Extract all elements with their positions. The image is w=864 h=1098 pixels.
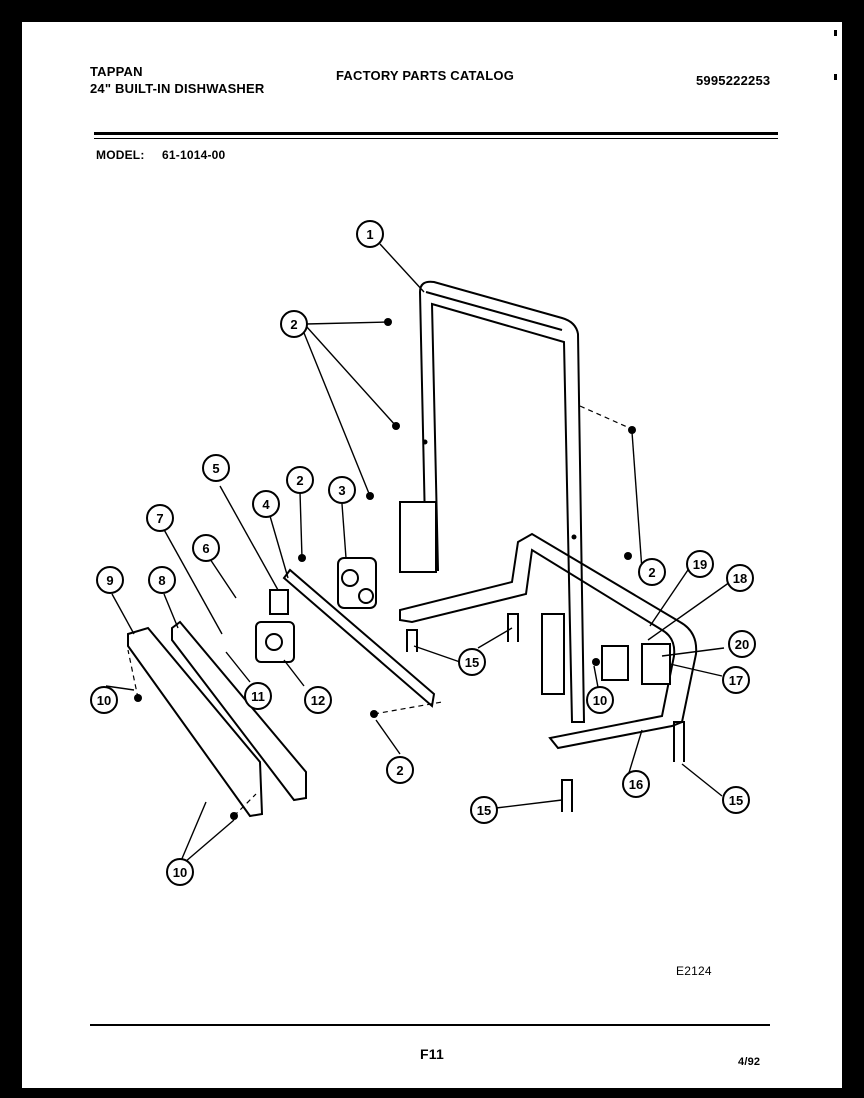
svg-text:15: 15	[477, 803, 491, 818]
svg-text:19: 19	[693, 557, 707, 572]
page-code: F11	[420, 1046, 444, 1062]
rail-part-4	[282, 568, 436, 708]
svg-text:20: 20	[735, 637, 749, 652]
svg-text:3: 3	[338, 483, 345, 498]
page-date: 4/92	[738, 1056, 761, 1068]
callout-7: 7	[146, 504, 174, 532]
header-rule	[94, 132, 778, 135]
callout-10c: 10	[586, 686, 614, 714]
svg-text:8: 8	[158, 573, 165, 588]
base-frame-part	[399, 532, 698, 750]
edge-mark	[834, 30, 837, 36]
callout-19: 19	[686, 550, 714, 578]
callout-15a: 15	[458, 648, 486, 676]
callout-8: 8	[148, 566, 176, 594]
svg-text:2: 2	[290, 317, 297, 332]
callout-17: 17	[722, 666, 750, 694]
product-name: 24" BUILT-IN DISHWASHER	[90, 81, 265, 96]
callout-10b: 10	[166, 858, 194, 886]
callout-12: 12	[304, 686, 332, 714]
callout-2d: 2	[638, 558, 666, 586]
svg-text:7: 7	[156, 511, 163, 526]
svg-text:18: 18	[733, 571, 747, 586]
edge-mark	[834, 74, 837, 80]
callout-4: 4	[252, 490, 280, 518]
exploded-parts-diagram: 1 2 2 2 2 3 4 5 6 7 8 9 10 10 10 11 12 1…	[90, 220, 756, 886]
callout-2c: 2	[386, 756, 414, 784]
kick-plate-part-9	[127, 626, 264, 818]
svg-text:2: 2	[648, 565, 655, 580]
switch-part-12	[255, 621, 295, 663]
footer-rule	[90, 1024, 770, 1026]
diagram-id: E2124	[676, 964, 712, 978]
callout-15c: 15	[722, 786, 750, 814]
callout-6: 6	[192, 534, 220, 562]
catalog-page: TAPPAN 24" BUILT-IN DISHWASHER FACTORY P…	[22, 22, 842, 1088]
callout-18: 18	[726, 564, 754, 592]
model-number: 61-1014-00	[162, 148, 226, 162]
svg-text:5: 5	[212, 461, 219, 476]
callout-11: 11	[244, 682, 272, 710]
leader-lines	[105, 243, 731, 869]
catalog-number: 5995222253	[696, 73, 771, 88]
svg-text:15: 15	[465, 655, 479, 670]
svg-text:4: 4	[262, 497, 270, 512]
callout-20: 20	[728, 630, 756, 658]
svg-text:1: 1	[366, 227, 373, 242]
callout-15b: 15	[470, 796, 498, 824]
callout-2b: 2	[286, 466, 314, 494]
svg-text:15: 15	[729, 793, 743, 808]
svg-text:2: 2	[396, 763, 403, 778]
callout-1: 1	[356, 220, 384, 248]
callouts: 1 2 2 2 2 3 4 5 6 7 8 9 10 10 10 11 12 1…	[90, 220, 756, 886]
bracket-part-5	[269, 589, 289, 615]
valve-part-3	[337, 557, 377, 609]
catalog-title: FACTORY PARTS CATALOG	[336, 68, 515, 83]
brand-name: TAPPAN	[90, 64, 143, 79]
svg-text:6: 6	[202, 541, 209, 556]
callout-3: 3	[328, 476, 356, 504]
svg-text:2: 2	[296, 473, 303, 488]
svg-text:10: 10	[173, 865, 187, 880]
svg-text:10: 10	[593, 693, 607, 708]
model-label: MODEL:	[96, 148, 145, 162]
svg-text:9: 9	[106, 573, 113, 588]
header-rule-thin	[94, 138, 778, 139]
svg-text:10: 10	[97, 693, 111, 708]
svg-text:11: 11	[251, 689, 265, 704]
door-frame-part	[399, 280, 586, 723]
callout-5: 5	[202, 454, 230, 482]
callout-16: 16	[622, 770, 650, 798]
callout-9: 9	[96, 566, 124, 594]
part-17	[641, 643, 671, 685]
svg-text:16: 16	[629, 777, 643, 792]
callout-10a: 10	[90, 686, 118, 714]
callout-2a: 2	[280, 310, 308, 338]
panel-part-8	[171, 620, 307, 802]
part-19	[601, 645, 629, 681]
svg-text:17: 17	[729, 673, 743, 688]
svg-text:12: 12	[311, 693, 325, 708]
